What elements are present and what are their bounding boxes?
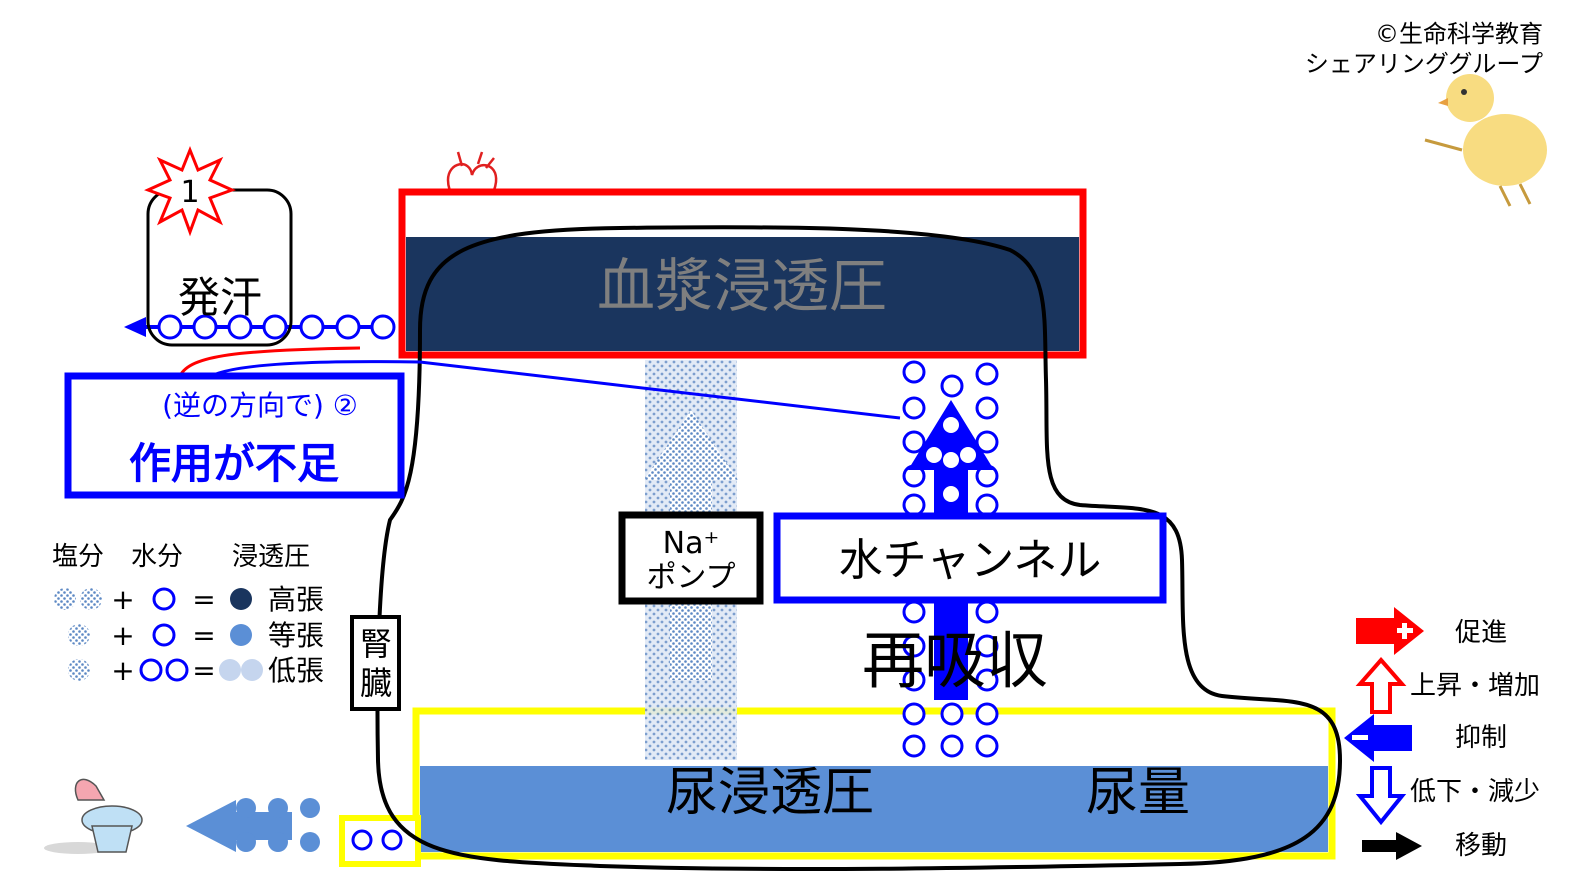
legend-isotonic: 等張	[268, 619, 324, 652]
water-circle-icon	[152, 587, 176, 611]
sweat-label: 発汗	[178, 273, 262, 322]
key-move: 移動	[1455, 831, 1507, 861]
blue-down-arrow-icon	[1355, 766, 1407, 826]
urine-fill	[420, 766, 1328, 852]
hypotonic-icon	[219, 659, 241, 681]
urine-volume-label: 尿量	[1086, 763, 1190, 823]
legend-hypotonic: 低張	[268, 654, 324, 687]
water-channel-box	[773, 512, 1167, 604]
legend-hypertonic: 高張	[268, 583, 324, 616]
legend-header-osmotic: 浸透圧	[232, 542, 310, 572]
water-channel-label: 水チャンネル	[839, 535, 1102, 586]
salt-dot-icon	[68, 624, 90, 646]
legend-header-water: 水分	[131, 542, 183, 572]
key-inhibit: 抑制	[1455, 723, 1507, 753]
urine-outflow-arrow	[186, 798, 403, 852]
isotonic-icon	[230, 624, 252, 646]
credit-line-1: ©生命科学教育	[1375, 20, 1543, 48]
osmotic-legend: 塩分 水分 浸透圧 + = 高張 + = 等張 + = 低張	[52, 542, 324, 687]
adh-effect-box	[64, 372, 405, 499]
plasma-fill	[406, 237, 1079, 351]
salt-dot-icon	[68, 659, 90, 681]
na-pump-box	[618, 511, 764, 605]
kidney-label-char-1: 腎	[360, 625, 392, 663]
black-arrow-icon	[1362, 832, 1422, 860]
red-up-arrow-icon	[1355, 656, 1407, 714]
arrow-key-legend: 促進 上昇・増加 抑制 低下・減少 移動	[1344, 607, 1540, 861]
legend-equals: =	[192, 654, 215, 687]
hypotonic-icon	[241, 659, 263, 681]
legend-equals: =	[192, 619, 215, 652]
chick-mascot-icon	[1424, 74, 1547, 207]
salt-dot-icon	[54, 588, 76, 610]
sweat-water-flow	[124, 314, 396, 340]
urine-osmotic-label: 尿浸透圧	[666, 763, 874, 823]
red-connector-line	[178, 346, 361, 377]
legend-plus: +	[111, 654, 134, 687]
legend-equals: =	[192, 583, 215, 616]
starburst-icon	[144, 145, 236, 237]
water-circle-icon	[139, 658, 163, 682]
water-circle-icon	[152, 623, 176, 647]
water-circle-icon	[165, 658, 189, 682]
plasma-osmotic-label: 血漿浸透圧	[597, 252, 887, 320]
kidney-outline	[375, 225, 1343, 872]
na-pump-line-1: Na⁺	[663, 526, 720, 561]
reabsorption-label: 再吸収	[862, 624, 1048, 697]
credit-line-2: シェアリンググループ	[1305, 50, 1543, 78]
red-plus-arrow-icon	[1356, 607, 1424, 655]
adh-effect-text: 作用が不足	[129, 439, 339, 488]
legend-header-salt: 塩分	[52, 542, 104, 572]
na-pump-line-2: ポンプ	[646, 560, 735, 595]
blue-minus-arrow-icon	[1344, 714, 1412, 762]
toilet-icon	[44, 778, 143, 854]
kidney-label-char-2: 臓	[360, 664, 392, 702]
adh-direction-text: (逆の方向で) ②	[162, 389, 358, 422]
key-promote: 促進	[1455, 618, 1507, 648]
legend-plus: +	[111, 619, 134, 652]
kidney-label-box	[350, 615, 401, 711]
salt-dot-icon	[80, 588, 102, 610]
step-number-1: 1	[180, 175, 199, 210]
legend-plus: +	[111, 583, 134, 616]
key-rise: 上昇・増加	[1410, 671, 1540, 701]
hypertonic-icon	[230, 588, 252, 610]
key-decrease: 低下・減少	[1410, 777, 1540, 807]
